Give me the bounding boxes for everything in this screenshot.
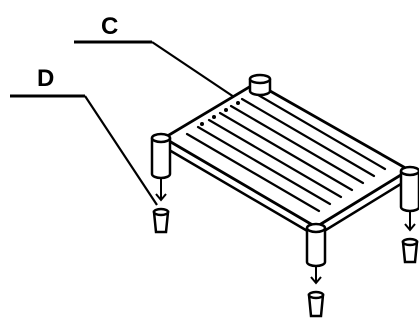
callout-c-leader-line	[151, 41, 244, 104]
callout-d-leader-line	[84, 95, 158, 206]
callout-d: D	[10, 65, 158, 206]
leg-back	[248, 73, 272, 97]
leg-right	[399, 165, 419, 264]
leg-left	[150, 132, 172, 234]
callout-d-label: D	[37, 65, 54, 92]
platform-rivets	[200, 101, 240, 126]
leg-front	[305, 222, 327, 318]
callout-c: C	[74, 13, 244, 104]
callout-c-label: C	[101, 13, 118, 40]
platform-slots	[185, 90, 387, 213]
